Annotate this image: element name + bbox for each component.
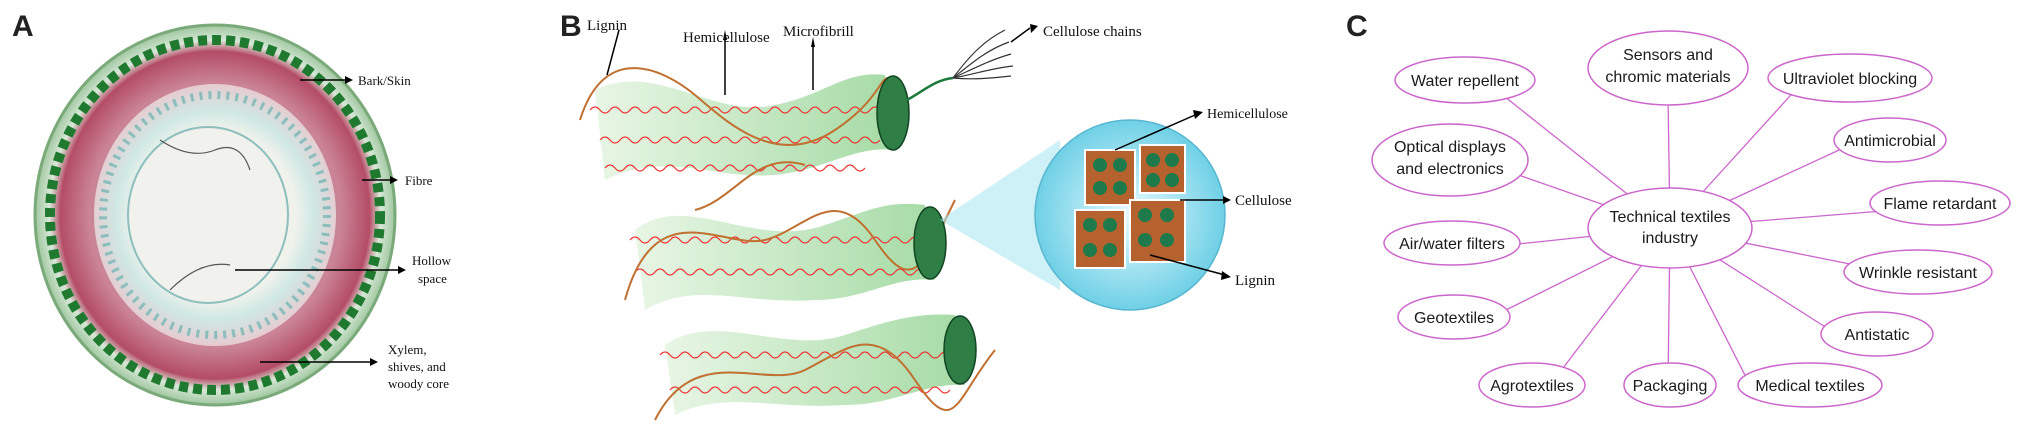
hemicellulose-waves (589, 106, 951, 394)
fibre-structure-diagram: Lignin Hemicellulose Microfibrill Cellul… (579, 18, 1292, 421)
center-label-line2: industry (1642, 230, 1698, 247)
stem-crack-2 (169, 263, 231, 291)
microfibril-end-1 (876, 75, 910, 151)
cellulose-chain-strand (906, 76, 954, 102)
stem-crack (159, 139, 251, 171)
node-air-water-filters: Air/water filters (1399, 236, 1505, 253)
node-optical-line1: Optical displays (1394, 139, 1506, 156)
label-cellulose: Cellulose (1235, 193, 1292, 209)
node-antimicrobial: Antimicrobial (1844, 133, 1936, 150)
node-antistatic: Antistatic (1845, 327, 1910, 344)
label-xylem-2: shives, and (388, 359, 446, 374)
label-xylem-3: woody core (388, 376, 449, 391)
node-shapes (1371, 30, 2011, 408)
node-medical-textiles: Medical textiles (1755, 378, 1864, 395)
label-hollow-2: space (418, 271, 447, 286)
panel-letter-b: B (560, 10, 582, 43)
label-fibre: Fibre (405, 173, 433, 188)
magnifier-cone (940, 140, 1060, 290)
node-sensors-line2: chromic materials (1605, 69, 1730, 86)
label-cellulose-chains: Cellulose chains (1043, 24, 1142, 40)
cellulose-cluster (1074, 144, 1186, 269)
label-hollow-1: Hollow (412, 253, 452, 268)
stem-xylem-ring (60, 50, 370, 380)
microfibril-end-2 (913, 206, 947, 280)
node-agrotextiles: Agrotextiles (1490, 378, 1574, 395)
label-hemicellulose-right: Hemicellulose (1207, 107, 1288, 122)
stem-fibre-ring (45, 35, 385, 395)
technical-textiles-map: Technical textiles industry Water repell… (1371, 30, 2011, 408)
cellulose-chains-fan (952, 29, 1014, 80)
stem-inner-ring (99, 91, 331, 339)
panel-letter-c: C (1346, 10, 1368, 43)
label-hemicellulose-top: Hemicellulose (683, 30, 770, 46)
stem-cross-section: Bark/Skin Fibre Hollow space Xylem, shiv… (33, 23, 452, 407)
microfibril-end-3 (943, 315, 977, 385)
node-geotextiles: Geotextiles (1414, 310, 1494, 327)
center-label-line1: Technical textiles (1610, 209, 1731, 226)
hollow-space (127, 126, 289, 304)
node-sensors-line1: Sensors and (1623, 47, 1713, 64)
panel-letter-a: A (12, 10, 34, 43)
node-flame-retardant: Flame retardant (1884, 196, 1997, 213)
label-xylem-1: Xylem, (388, 342, 427, 357)
fibre-bundle-2 (635, 203, 935, 310)
node-packaging: Packaging (1633, 378, 1708, 395)
node-water-repellent: Water repellent (1411, 73, 1519, 90)
label-lignin-top: Lignin (587, 18, 627, 34)
node-wrinkle-resistant: Wrinkle resistant (1859, 265, 1978, 282)
fibre-bundle-1 (595, 74, 895, 180)
label-lignin-right: Lignin (1235, 273, 1275, 289)
label-microfibrill: Microfibrill (783, 24, 854, 40)
panel-b-leaders (606, 27, 1226, 276)
label-bark: Bark/Skin (358, 73, 411, 88)
node-optical-line2: and electronics (1396, 161, 1504, 178)
node-ultraviolet-blocking: Ultraviolet blocking (1783, 71, 1917, 88)
